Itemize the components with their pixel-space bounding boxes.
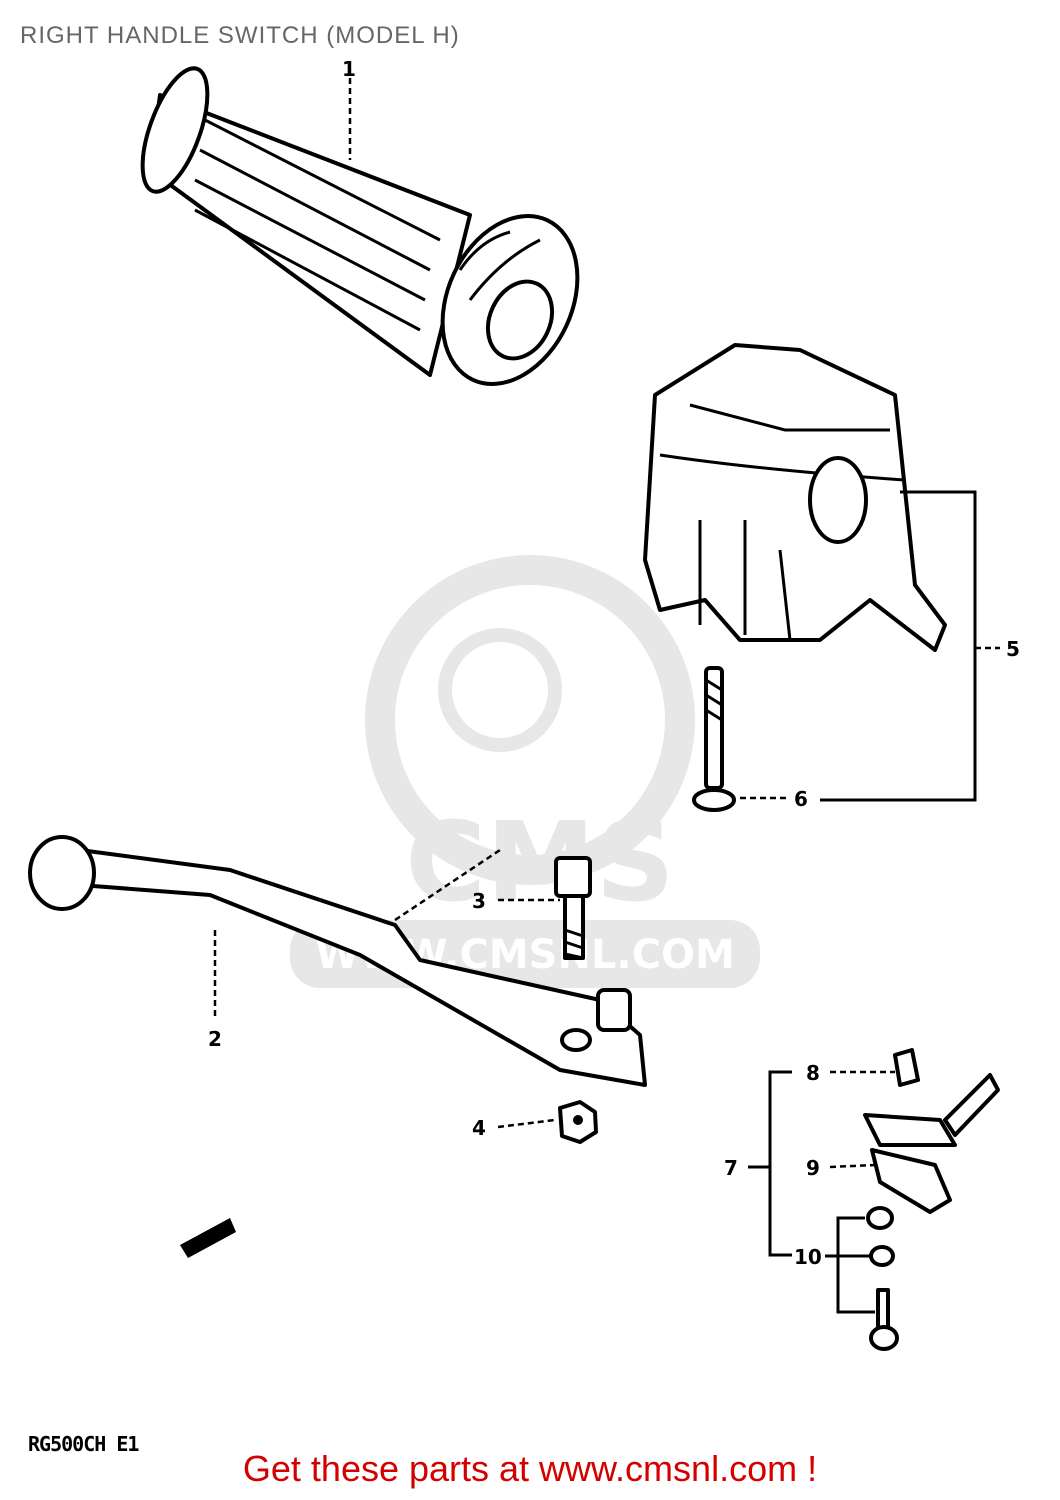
promo-link-text[interactable]: Get these parts at www.cmsnl.com ! (242, 1448, 818, 1489)
callout-3: 3 (472, 889, 486, 913)
callout-9: 9 (806, 1156, 820, 1180)
page-title: RIGHT HANDLE SWITCH (MODEL H) (20, 22, 460, 49)
callout-2: 2 (208, 1027, 222, 1051)
callout-8: 8 (806, 1061, 820, 1085)
callout-1: 1 (342, 57, 356, 81)
throttle-grip (140, 66, 580, 386)
lever-nut (558, 1100, 598, 1144)
small-spring (180, 1218, 236, 1258)
callout-5: 5 (1006, 637, 1020, 661)
callout-7: 7 (724, 1156, 738, 1180)
callout-labels: 1 2 3 4 5 6 7 8 9 10 (208, 57, 1020, 1269)
long-screw (692, 666, 736, 812)
brake-switch-assembly (863, 1048, 1000, 1351)
callout-4: 4 (472, 1116, 486, 1140)
switch-housing (643, 343, 947, 652)
callout-6: 6 (794, 787, 808, 811)
pivot-bolt (554, 856, 592, 960)
brake-lever (28, 835, 647, 1087)
watermark-logo-text: CMS (405, 798, 674, 926)
diagram-code: RG500CH E1 (28, 1432, 139, 1456)
leader-lines (213, 78, 1000, 1314)
callout-10: 10 (794, 1245, 822, 1269)
